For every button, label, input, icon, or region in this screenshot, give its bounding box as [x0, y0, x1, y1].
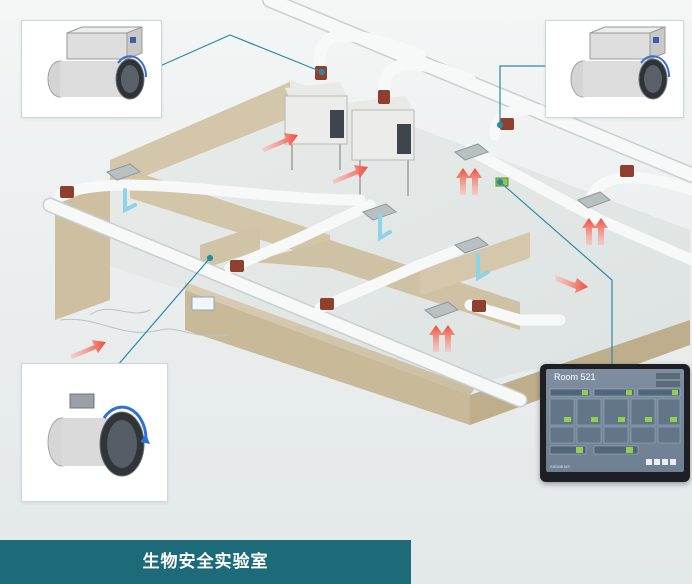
valve-actuator-illustration	[570, 26, 671, 100]
diagram-title: 生物安全实验室	[142, 552, 269, 571]
valve-6	[472, 300, 486, 312]
room-control-panel: Room 521	[540, 364, 690, 482]
outer-wall-front-top	[185, 282, 475, 395]
ceiling-diffusers	[105, 143, 612, 319]
partition-4	[200, 225, 260, 270]
valve-4	[230, 260, 244, 272]
callout-connectors	[104, 34, 613, 381]
room-label: Room 521	[554, 372, 596, 382]
wall-sign	[191, 296, 215, 311]
return-airflow-arrows	[123, 188, 490, 282]
valve-5	[320, 298, 334, 310]
valve-3	[60, 186, 74, 198]
lab-floor	[60, 80, 690, 385]
title-banner: 生物安全实验室	[0, 540, 411, 584]
valve-actuator-callout-top-right	[545, 20, 684, 118]
supply-airflow-arrows	[70, 133, 588, 359]
control-panel-screen: Room 521	[546, 369, 684, 472]
brand-logo: SIEMENS	[550, 464, 571, 469]
control-panel-widgets	[549, 373, 681, 465]
valve-7	[620, 165, 634, 177]
damper-illustration	[47, 393, 150, 477]
biosafety-cabinet-2	[351, 96, 415, 196]
valve-actuator-callout-top-left	[21, 20, 162, 118]
valve-8	[500, 118, 514, 130]
outer-wall-front	[185, 290, 470, 425]
duct-network	[42, 0, 692, 408]
partition-3	[420, 232, 530, 296]
outer-wall-back	[110, 82, 290, 190]
control-wiring	[59, 308, 231, 337]
damper-callout-bottom-left	[21, 363, 168, 502]
partition-1	[130, 170, 330, 262]
exhaust-airflow-arrows	[429, 168, 608, 352]
valve-2	[378, 90, 390, 104]
valve-actuator-illustration	[47, 26, 148, 100]
air-valves	[60, 66, 634, 312]
